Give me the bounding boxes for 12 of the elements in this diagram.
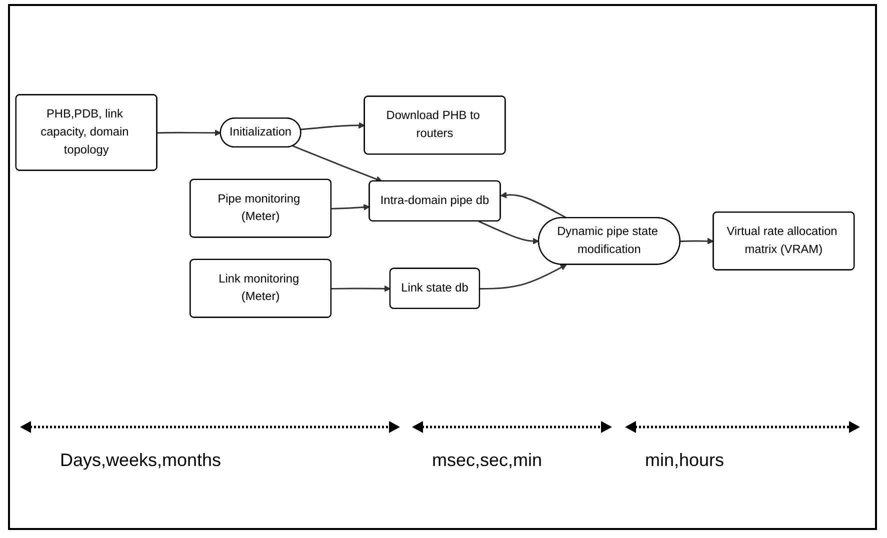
arrow xyxy=(157,130,222,136)
time-scale-label: Days,weeks,months xyxy=(60,450,222,471)
arrow xyxy=(478,220,540,244)
arrow xyxy=(680,238,714,244)
arrow xyxy=(480,264,567,290)
time-scale-label: msec,sec,min xyxy=(432,450,542,471)
arrow xyxy=(331,285,391,292)
arrow xyxy=(300,122,365,130)
arrow xyxy=(331,204,370,210)
time-scale-label: min,hours xyxy=(645,450,724,471)
arrow xyxy=(292,145,382,182)
arrow xyxy=(500,192,567,219)
